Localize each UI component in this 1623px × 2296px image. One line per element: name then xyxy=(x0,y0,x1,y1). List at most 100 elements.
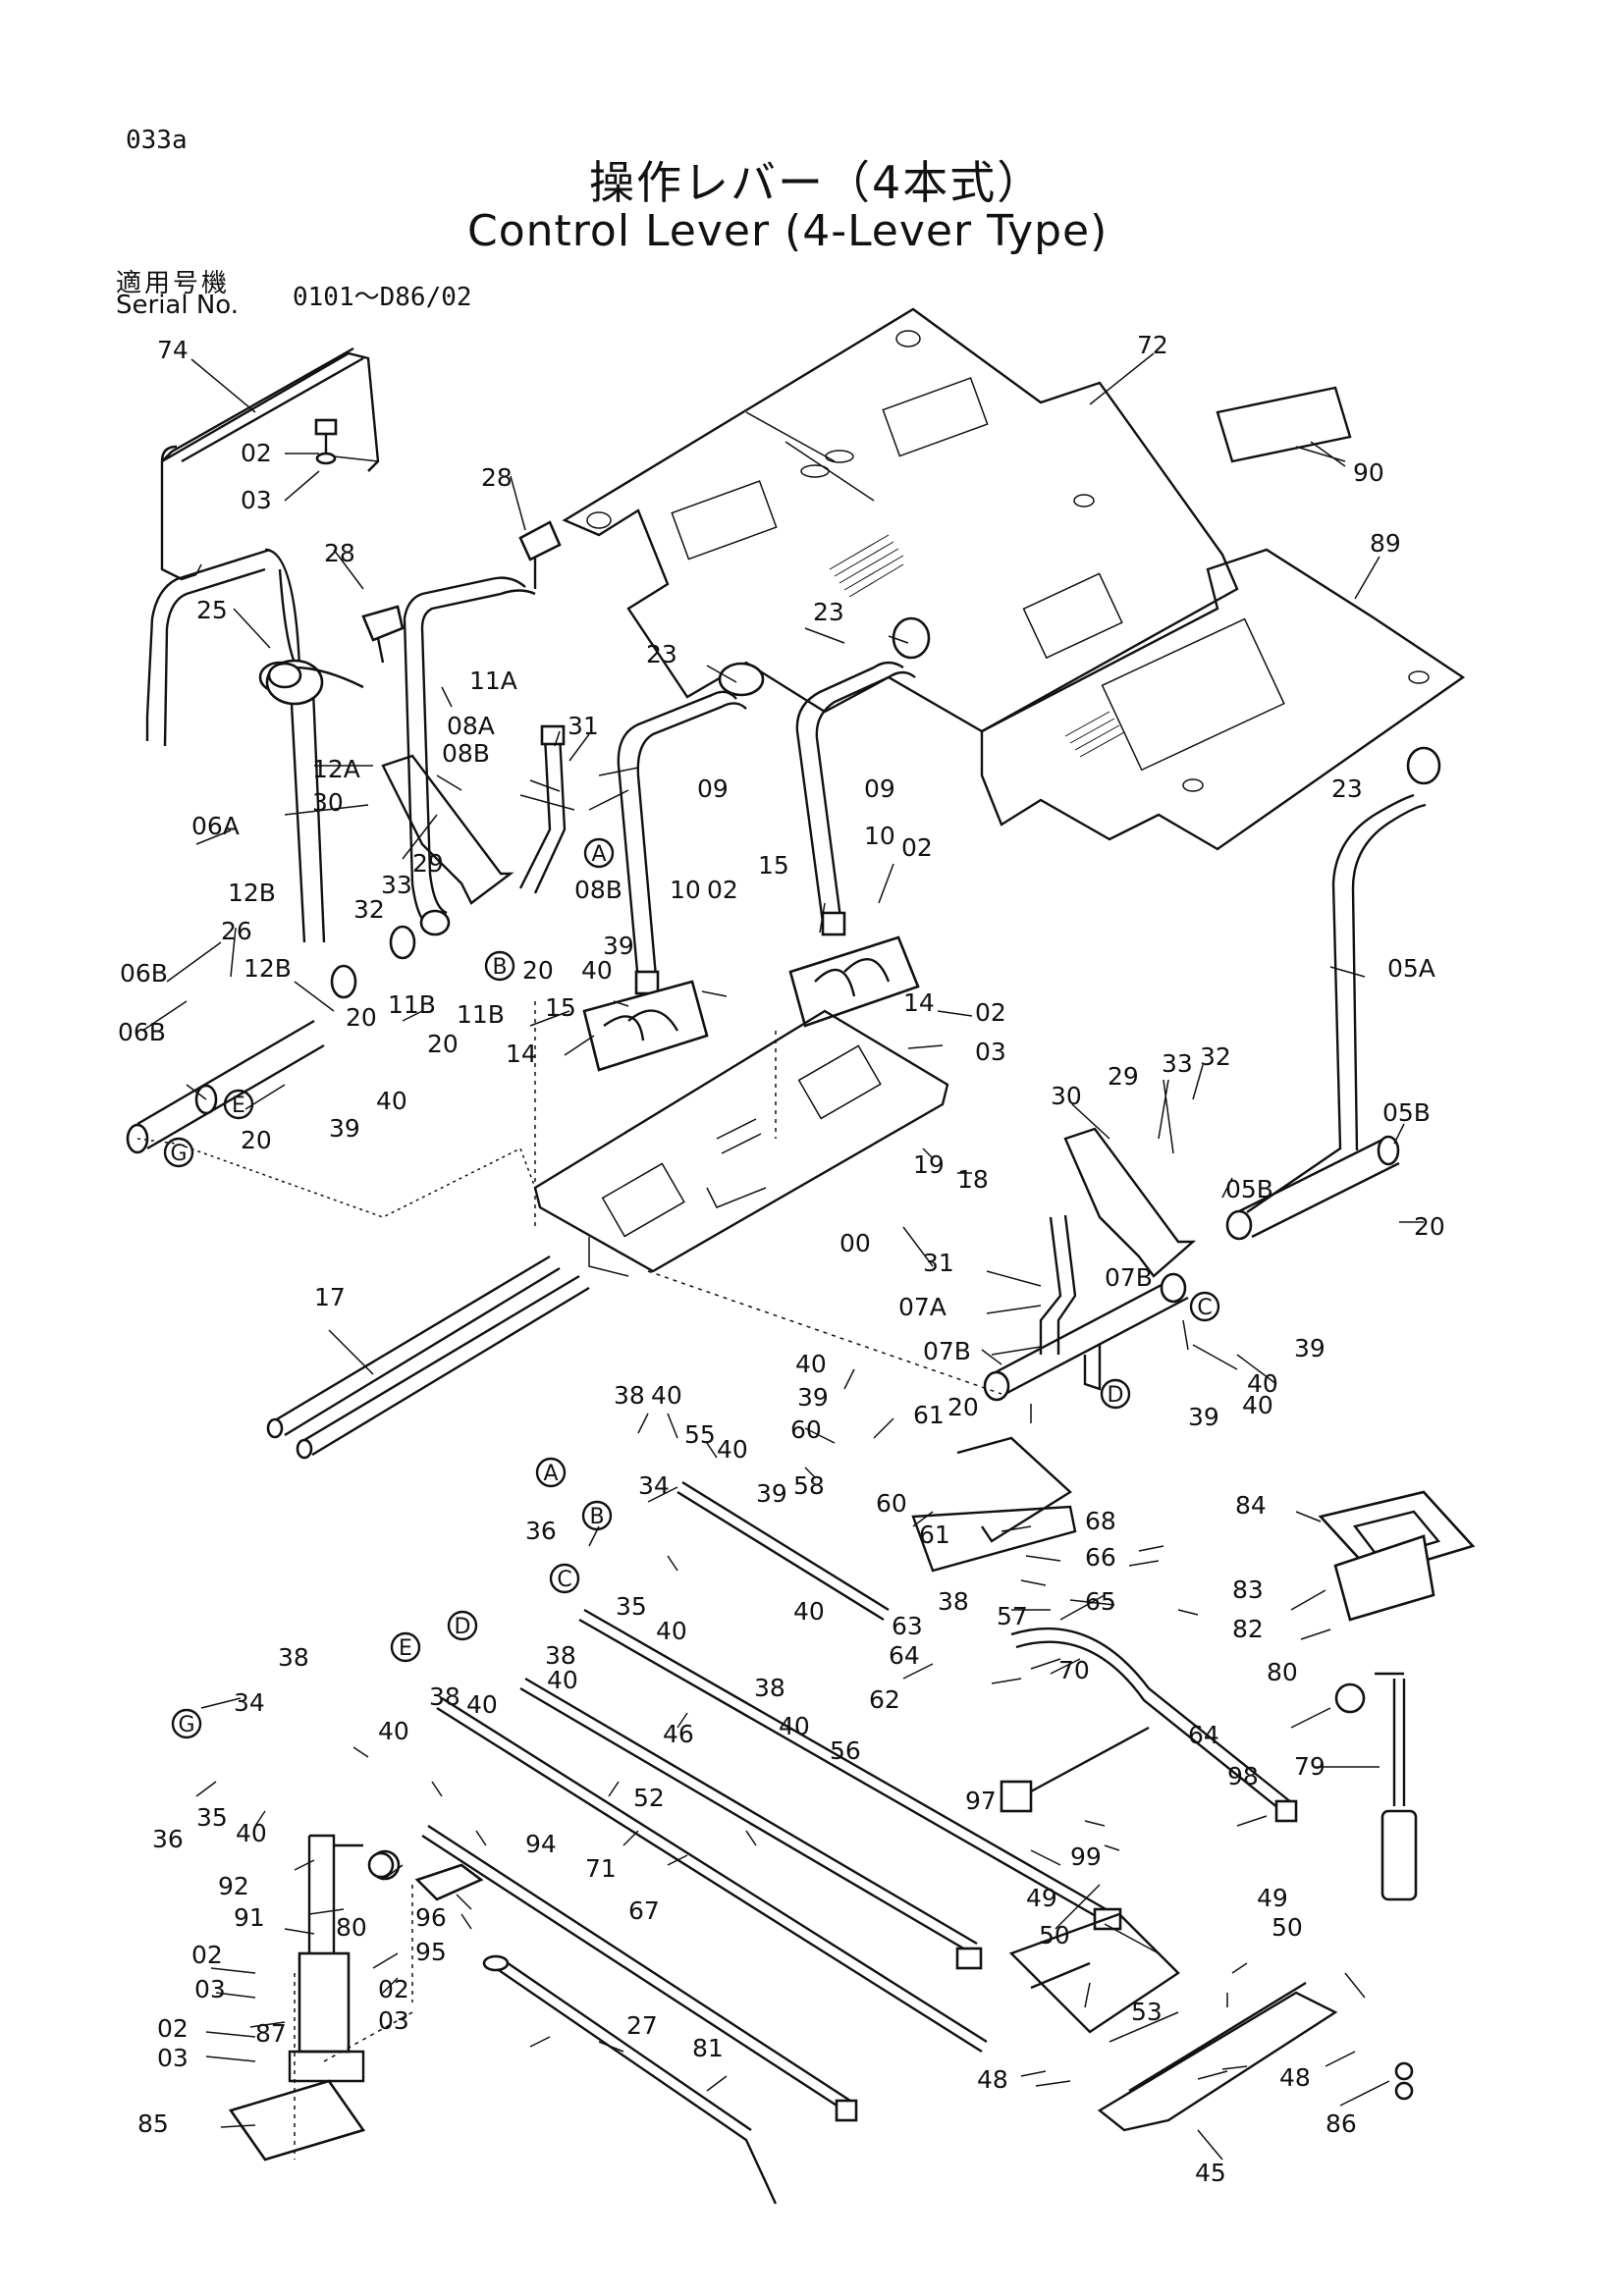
callout-C-upper: C xyxy=(1197,1296,1212,1320)
part-label: 96 xyxy=(415,1903,447,1932)
part-label: 10 xyxy=(864,822,895,850)
part-label: 48 xyxy=(977,2065,1008,2094)
part-label: 38 xyxy=(938,1587,969,1616)
part-label: 05A xyxy=(1387,954,1435,983)
part-label: 20 xyxy=(522,956,554,985)
part-label: 38 xyxy=(278,1643,309,1672)
part-label: 03 xyxy=(378,2006,409,2035)
bolt-02-handrail xyxy=(314,418,338,465)
part-label: 40 xyxy=(236,1819,267,1847)
part-label: 40 xyxy=(651,1381,682,1410)
part-label: 19 xyxy=(913,1150,945,1179)
part-label: 23 xyxy=(1331,774,1363,803)
part-label: 05B xyxy=(1382,1098,1431,1127)
knob-28-left xyxy=(361,605,405,664)
part-label: 03 xyxy=(241,486,272,514)
part-label: 31 xyxy=(923,1249,954,1277)
part-label: 25 xyxy=(196,596,228,624)
part-label: 29 xyxy=(412,849,444,878)
part-label: 52 xyxy=(633,1784,665,1812)
part-label: 46 xyxy=(663,1720,694,1748)
rod-71 xyxy=(436,1696,988,2054)
handrail-74 xyxy=(160,347,380,581)
part-label: 07A xyxy=(898,1293,947,1321)
part-label: 36 xyxy=(525,1517,557,1545)
part-label: 10 xyxy=(670,876,701,904)
part-label: 99 xyxy=(1070,1842,1102,1871)
bar-17 xyxy=(266,1255,590,1460)
part-label: 08B xyxy=(442,739,490,768)
lever-06A xyxy=(145,548,301,747)
circle-callouts: A B E G C D A B C D E G xyxy=(163,837,1220,1739)
part-label: 45 xyxy=(1195,2159,1226,2187)
part-label: 32 xyxy=(353,895,385,924)
switch-housing-83 xyxy=(1318,1490,1476,1577)
part-label: 29 xyxy=(1108,1062,1139,1091)
part-label: 23 xyxy=(813,598,844,626)
part-label: 33 xyxy=(1162,1049,1193,1078)
part-label: 02 xyxy=(975,998,1006,1027)
serial-number-range: 0101～D86/02 xyxy=(293,283,472,312)
part-label: 02 xyxy=(707,876,738,904)
lever-11A xyxy=(403,576,536,936)
part-label: 30 xyxy=(312,788,344,817)
part-label: 65 xyxy=(1085,1587,1116,1616)
part-label: 95 xyxy=(415,1938,447,1966)
part-label: 38 xyxy=(545,1641,576,1670)
part-label: 82 xyxy=(1232,1615,1264,1643)
part-label: 40 xyxy=(376,1087,407,1115)
part-label: 00 xyxy=(839,1229,871,1257)
part-label: 40 xyxy=(1247,1369,1278,1398)
bracket-94 xyxy=(414,1863,484,1901)
part-label: 53 xyxy=(1131,1998,1163,2026)
part-label: 06A xyxy=(191,812,240,840)
title-japanese: 操作レバー（4本式） xyxy=(589,156,1045,209)
floor-plate-90 xyxy=(1216,386,1352,463)
part-label: 98 xyxy=(1227,1762,1259,1790)
part-label: 07B xyxy=(923,1337,971,1365)
part-label: 80 xyxy=(336,1913,367,1942)
part-label: 40 xyxy=(547,1666,578,1694)
part-label: 60 xyxy=(790,1415,822,1444)
part-label: 12A xyxy=(312,755,360,783)
part-label: 17 xyxy=(314,1283,346,1311)
part-label: 74 xyxy=(157,336,189,364)
part-label: 08B xyxy=(574,876,622,904)
bracket-45 xyxy=(1097,1981,1338,2132)
rod-70 xyxy=(1010,1627,1298,1823)
callout-A-lower: A xyxy=(543,1462,558,1486)
part-label: 39 xyxy=(1188,1403,1219,1431)
part-label: 36 xyxy=(152,1825,184,1853)
bracket-30-left xyxy=(381,754,514,905)
lever-09-left xyxy=(617,662,765,995)
part-label: 09 xyxy=(697,774,729,803)
callout-G-lower: G xyxy=(178,1713,194,1737)
part-label: 02 xyxy=(901,833,933,862)
part-label: 91 xyxy=(234,1903,265,1932)
lever-08A xyxy=(518,724,567,894)
part-label: 63 xyxy=(892,1612,923,1640)
callout-B-upper: B xyxy=(492,955,507,980)
part-label: 61 xyxy=(913,1401,945,1429)
callout-B-lower: B xyxy=(589,1505,604,1529)
part-label: 61 xyxy=(919,1521,950,1549)
bracket-53 xyxy=(1008,1912,1180,2034)
part-label: 09 xyxy=(864,774,895,803)
part-label: 08A xyxy=(447,712,495,740)
part-label: 06B xyxy=(120,959,168,988)
part-label: 39 xyxy=(756,1479,787,1508)
part-label: 03 xyxy=(975,1038,1006,1066)
part-label: 71 xyxy=(585,1854,617,1883)
callout-E-upper: E xyxy=(232,1094,245,1118)
part-label: 38 xyxy=(429,1682,460,1711)
part-label: 20 xyxy=(947,1393,979,1421)
part-label: 86 xyxy=(1325,2109,1357,2138)
boot-14-left xyxy=(582,980,709,1072)
part-label: 40 xyxy=(717,1435,748,1464)
rod-52 xyxy=(519,1677,983,1970)
part-label: 35 xyxy=(616,1592,647,1621)
part-label: 79 xyxy=(1294,1752,1325,1781)
serial-label-japanese: 適用号機 xyxy=(116,269,231,298)
part-label: 89 xyxy=(1370,529,1401,558)
